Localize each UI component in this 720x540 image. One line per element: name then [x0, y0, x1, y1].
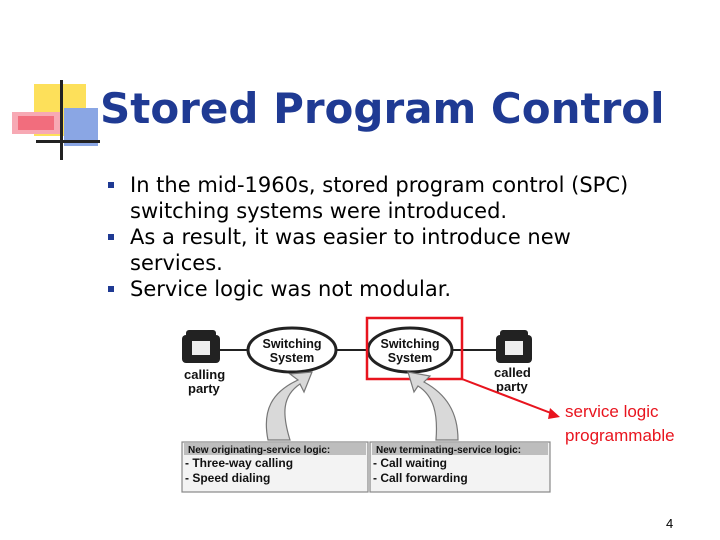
logic-box-right-header-bg	[372, 443, 548, 455]
logic-box-right-item: - Call forwarding	[373, 471, 468, 485]
bullet-item: Service logic was not modular.	[108, 276, 668, 302]
page-title: Stored Program Control	[100, 84, 665, 133]
page-number: 4	[666, 516, 674, 531]
arrow-right-curved	[407, 371, 459, 441]
decor-blue-square	[64, 108, 98, 146]
highlight-arrowhead	[548, 408, 560, 419]
bullet-square-icon	[108, 286, 114, 292]
annotation-line-2: programmable	[565, 426, 675, 445]
annotation-text: service logic programmable	[565, 400, 675, 448]
switch-right-label-1: Switching	[380, 337, 439, 351]
called-party-label-1: called	[494, 365, 531, 380]
highlight-pointer	[461, 378, 557, 416]
annotation-line-1: service logic	[565, 402, 659, 421]
logic-box-right-item: - Call waiting	[373, 456, 447, 470]
switch-left-shape	[246, 326, 338, 374]
phone-left-icon	[182, 330, 220, 363]
decor-vertical-line	[60, 80, 63, 160]
arrow-left-curved	[265, 371, 313, 441]
logic-box-left-header: New originating-service logic:	[188, 445, 330, 456]
bullet-square-icon	[108, 182, 114, 188]
decor-horizontal-line	[36, 140, 100, 143]
decor-red-square-inner	[18, 116, 54, 130]
logic-box-right-header: New terminating-service logic:	[376, 445, 521, 456]
bullet-item: In the mid-1960s, stored program control…	[108, 172, 668, 224]
logic-box-left-item: - Speed dialing	[185, 471, 270, 485]
logic-box-left-header-bg	[184, 443, 366, 455]
calling-party-label-1: calling	[184, 367, 225, 382]
phone-right-icon	[496, 330, 532, 363]
switch-right-label-2: System	[388, 351, 432, 365]
bullet-item: As a result, it was easier to introduce …	[108, 224, 668, 276]
called-party-label-2: party	[496, 379, 529, 394]
calling-party-label-2: party	[188, 381, 221, 396]
switch-left-label-2: System	[270, 351, 314, 365]
logic-box-left-item: - Three-way calling	[185, 456, 293, 470]
bullet-square-icon	[108, 234, 114, 240]
bullet-list: In the mid-1960s, stored program control…	[108, 172, 668, 302]
switch-left-label-1: Switching	[262, 337, 321, 351]
